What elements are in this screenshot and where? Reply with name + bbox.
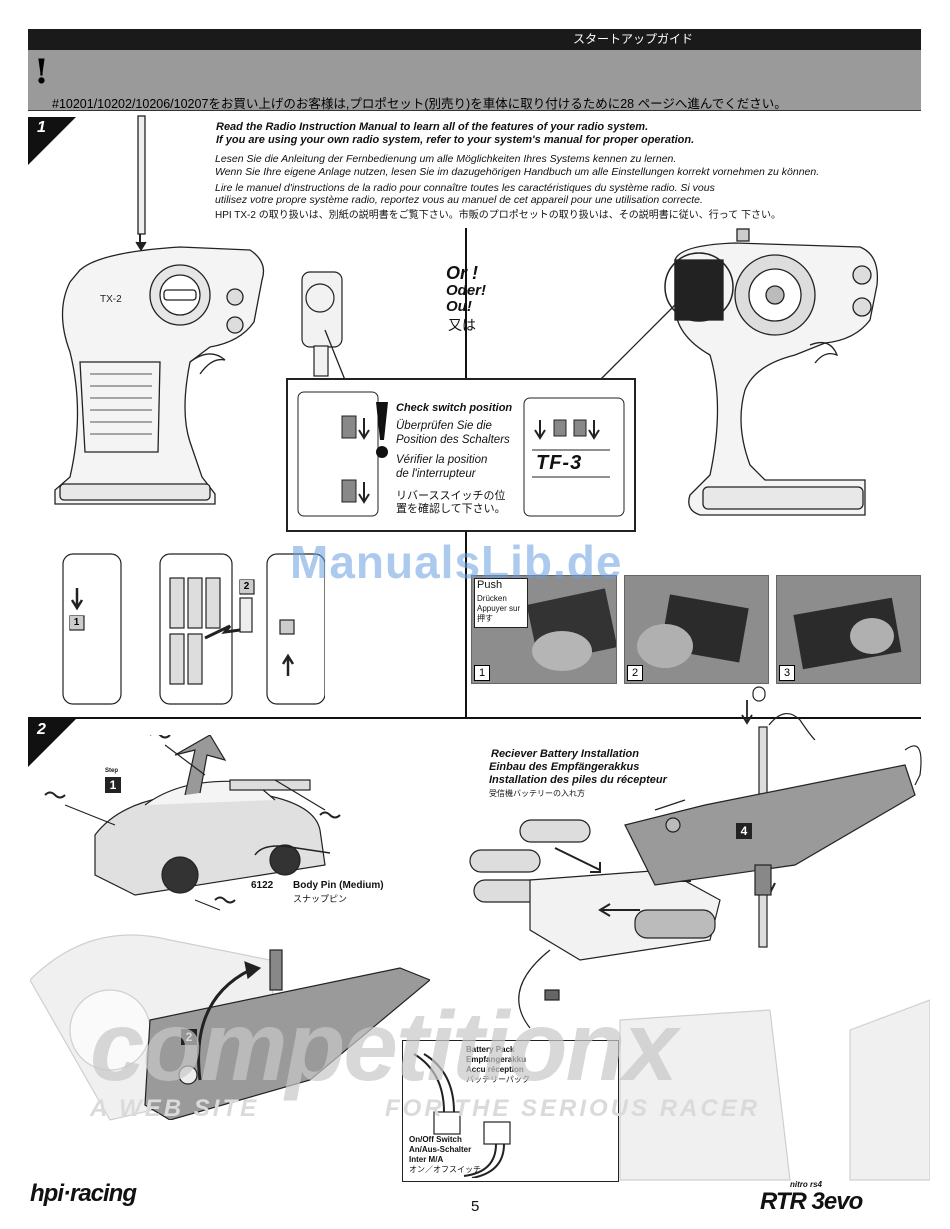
push-jp: 押す [477, 614, 493, 623]
hpi-racing-logo: hpi·racing [30, 1180, 137, 1207]
pack-jp: バッテリーパック [466, 1075, 530, 1084]
guide-title: スタートアップガイド [573, 32, 694, 46]
switch-fr: Inter M/A [409, 1155, 444, 1164]
step-1-marker [28, 117, 76, 165]
check-en: Check switch position [396, 402, 513, 414]
push-label-box [474, 578, 528, 628]
body-removal-illustration [44, 735, 341, 911]
section-divider [28, 717, 921, 719]
step-word: Step [105, 768, 119, 774]
step-badge-4: 4 [736, 823, 752, 839]
photo-push-lid: Push Drücken Appuyer sur 押す 1 [471, 575, 617, 684]
instr-jp: HPI TX-2 の取り扱いは、別紙の説明書をご覧下さい。市販のプロポセットの取… [215, 210, 781, 221]
tagline-left-watermark: A WEB SITE [90, 1095, 260, 1122]
switch-diagram-left [297, 391, 379, 517]
check-de-2: Position des Schalters [396, 434, 510, 446]
caution-icon [376, 402, 388, 458]
pack-fr: Accu réception [466, 1065, 524, 1074]
switch-de: An/Aus-Schalter [409, 1145, 472, 1154]
rx-title-de: Einbau des Empfängerakkus [489, 761, 640, 773]
battery-tray-illustrations [62, 553, 325, 705]
push-fr: Appuyer sur [477, 604, 521, 613]
tagline-right-watermark: FOR THE SERIOUS RACER [385, 1095, 761, 1122]
tray-tag-1: 1 [70, 616, 83, 629]
check-de-1: Überprüfen Sie die [396, 420, 492, 432]
switch-en: On/Off Switch [409, 1135, 462, 1144]
pin-code: 6122 [251, 880, 274, 891]
warning-icon: ! [34, 52, 49, 92]
rtr-logo-small: nitro rs4 [790, 1180, 823, 1189]
antenna-chassis-illustration [624, 686, 922, 948]
instr-de-2: Wenn Sie Ihre eigene Anlage nutzen, lese… [215, 166, 820, 178]
photo-open-tray: 2 [624, 575, 769, 684]
photo-label-1: 1 [474, 665, 490, 681]
pin-name: Body Pin (Medium) [293, 880, 384, 891]
battery-pack-illustration [469, 819, 721, 1029]
rx-title-fr: Installation des piles du récepteur [489, 774, 667, 786]
push-en: Push [477, 579, 503, 591]
switch-jp: オン／オフスイッチ [409, 1165, 481, 1174]
step-badge-1: 1 [105, 777, 121, 793]
or-de: Oder! [446, 282, 487, 299]
rtr-3evo-logo: RTR 3evo [760, 1188, 863, 1215]
rx-title-jp: 受信機バッテリーの入れ方 [489, 789, 585, 798]
transmitter-side-illustration [301, 271, 343, 377]
or-fr: Ou! [446, 298, 472, 315]
check-jp-1: リバーススイッチの位 [396, 490, 506, 502]
transmitter-left-illustration: TX-2 [54, 115, 265, 505]
photo-battery-installed: 3 [776, 575, 921, 684]
or-en: Or ! [446, 263, 479, 283]
instr-fr-1: Lire le manuel d'instructions de la radi… [215, 182, 715, 194]
instr-de-1: Lesen Sie die Anleitung der Fernbedienun… [215, 153, 677, 165]
instr-fr-2: utilisez votre propre système radio, rep… [215, 194, 703, 206]
check-fr-2: de l'interrupteur [396, 468, 476, 480]
step-badge-2: 2 [181, 1029, 197, 1045]
notice-box: ! #10201/10202/10206/10207をお買い上げのお客様は,プロ… [28, 50, 921, 111]
notice-text: #10201/10202/10206/10207をお買い上げのお客様は,プロポセ… [52, 97, 787, 111]
svg-text:TX-2: TX-2 [100, 294, 122, 305]
step-2-number: 2 [37, 721, 46, 738]
instr-en-2: If you are using your own radio system, … [216, 134, 695, 146]
competition-watermark: competitionx [90, 991, 678, 1101]
page-number: 5 [471, 1198, 480, 1215]
tx-model-label: TF-3 [536, 452, 583, 474]
tray-tag-2: 2 [240, 580, 253, 593]
push-de: Drücken [477, 594, 507, 603]
step-1-number: 1 [37, 119, 46, 136]
or-jp: 又は [448, 317, 476, 333]
receiver-box-illustration [144, 949, 430, 1120]
transmitter-right-illustration [664, 228, 879, 516]
pack-en: Battery Pack [466, 1045, 515, 1054]
check-fr-1: Vérifier la position [396, 454, 488, 466]
connector-illustration [413, 1053, 511, 1178]
step-2-marker [28, 719, 76, 767]
pin-jp: スナップピン [293, 894, 348, 904]
photo-label-2: 2 [627, 665, 643, 681]
check-jp-2: 置を確認して下さい。 [396, 503, 506, 515]
rx-title-en: Reciever Battery Installation [491, 748, 639, 760]
switch-diagram-right [523, 397, 625, 517]
pack-de: Empfangerakku [466, 1055, 527, 1064]
instr-en-1: Read the Radio Instruction Manual to lea… [216, 121, 649, 133]
connector-callout [402, 1040, 619, 1182]
manualslib-watermark: ManualsLib.de [290, 536, 623, 588]
photo-label-3: 3 [779, 665, 795, 681]
guide-title-bar: スタートアップガイド [28, 29, 921, 50]
